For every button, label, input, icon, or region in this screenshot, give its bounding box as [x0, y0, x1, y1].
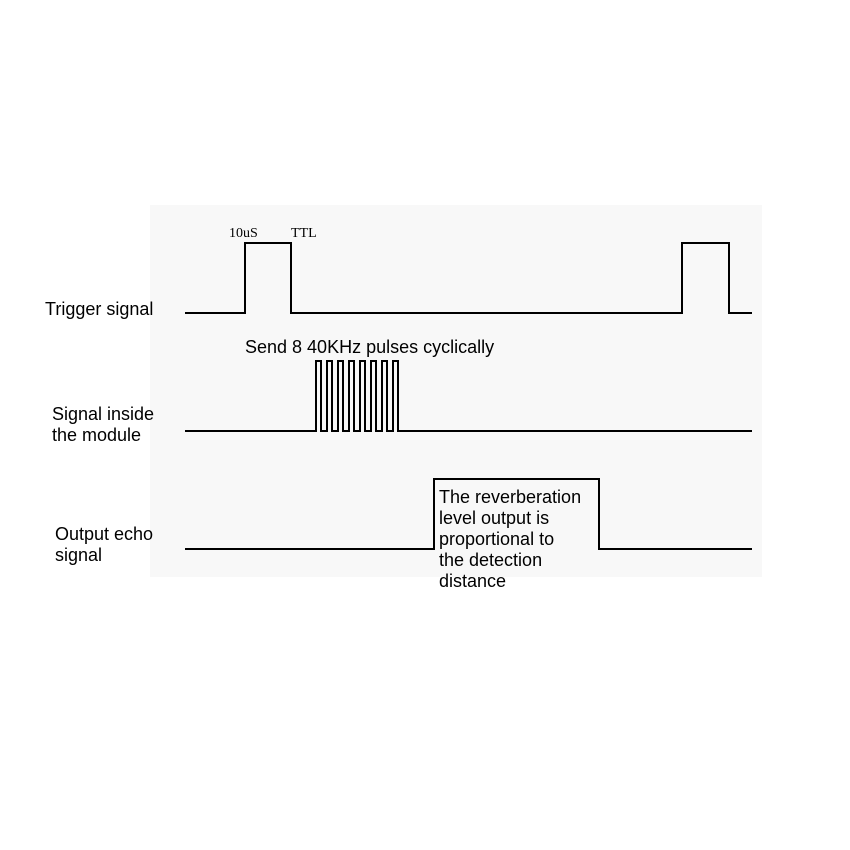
ttl-level-tag: TTL — [291, 226, 317, 241]
echo-note-line: proportional to — [439, 529, 555, 549]
pulse-width-tag: 10uS — [229, 226, 258, 241]
module-burst-line — [185, 360, 752, 432]
echo-note-line: the detection — [439, 550, 543, 570]
echo-waveform — [185, 478, 752, 550]
module-signal-label-line2: the module — [52, 425, 142, 445]
trigger-signal-label: Trigger signal — [45, 299, 154, 319]
echo-note-line: level output is — [439, 508, 550, 528]
module-waveform — [185, 360, 752, 432]
module-signal-label: Signal inside the module — [52, 404, 154, 446]
module-signal-label-line1: Signal inside — [52, 404, 155, 424]
echo-signal-label-line2: signal — [55, 545, 103, 565]
burst-caption: Send 8 40KHz pulses cyclically — [245, 337, 495, 357]
echo-note-line: The reverberation — [439, 487, 582, 507]
echo-note-line: distance — [439, 571, 507, 591]
trigger-waveform — [185, 242, 752, 314]
echo-signal-label: Output echo signal — [55, 524, 153, 566]
diagram-panel — [150, 205, 762, 577]
echo-note: The reverberation level output is propor… — [439, 487, 581, 592]
echo-signal-label-line1: Output echo — [55, 524, 154, 544]
